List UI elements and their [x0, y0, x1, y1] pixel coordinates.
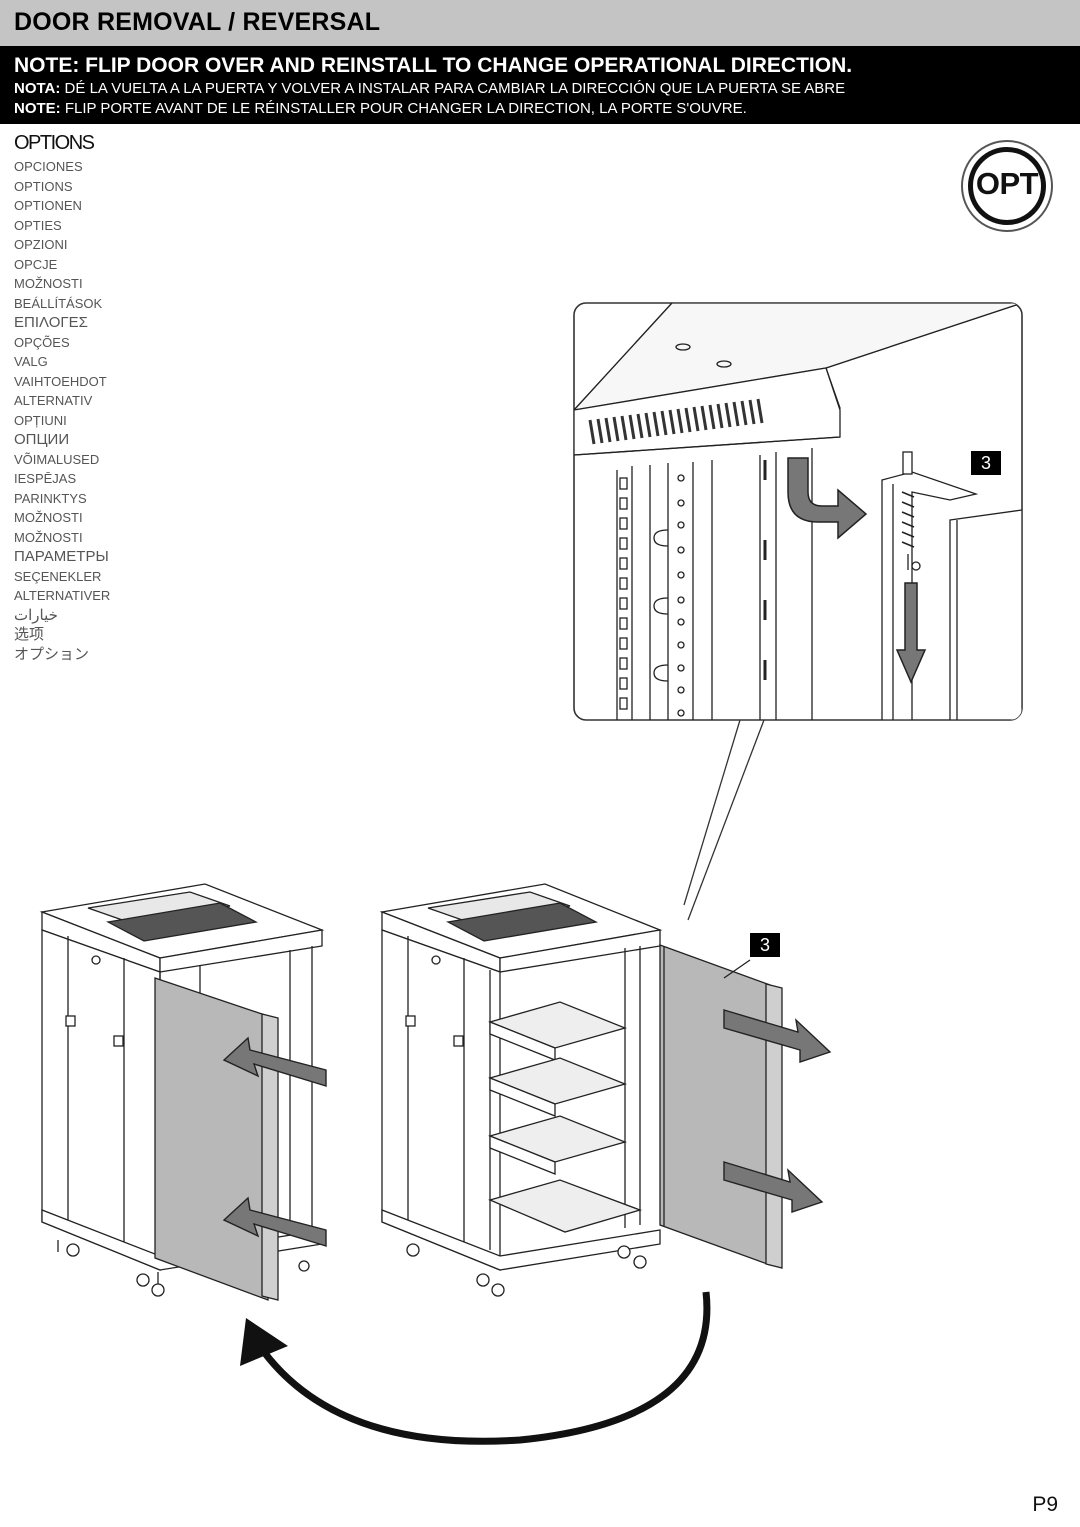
option-translation: ALTERNATIV: [14, 393, 93, 408]
note-spanish: NOTA: DÉ LA VUELTA A LA PUERTA Y VOLVER …: [14, 80, 845, 97]
option-translation: OPCJE: [14, 256, 58, 272]
option-translation: ALTERNATIVER: [14, 588, 111, 603]
option-translation: MOŽNOSTI: [14, 276, 83, 291]
option-translation: خيارات: [14, 606, 58, 624]
option-translation: OPCIONES: [14, 159, 83, 174]
title-bar: DOOR REMOVAL / REVERSAL: [0, 0, 1080, 46]
note-spanish-label: NOTA:: [14, 80, 61, 97]
option-translation: OPȚIUNI: [14, 412, 67, 428]
option-translation: BEÁLLÍTÁSOK: [14, 295, 103, 311]
down-arrow-icon: [895, 582, 927, 684]
option-translation: PARINKTYS: [14, 490, 87, 506]
option-translation: IESPĒJAS: [14, 471, 77, 486]
options-translations: OPCIONES OPTIONS OPTIONEN OPTIES OPZIONI…: [14, 157, 110, 664]
option-translation: ΕΠΙΛΟΓΕΣ: [14, 314, 88, 331]
option-translation: ОПЦИИ: [14, 431, 70, 448]
note-french: NOTE: FLIP PORTE AVANT DE LE RÉINSTALLER…: [14, 100, 747, 117]
step-number-main: 3: [750, 933, 780, 957]
curved-arrow-icon: [787, 457, 868, 540]
push-arrow-icon: [222, 1196, 327, 1247]
option-translation: OPÇÕES: [14, 334, 70, 350]
note-english: NOTE: FLIP DOOR OVER AND REINSTALL TO CH…: [14, 54, 853, 77]
page-title: DOOR REMOVAL / REVERSAL: [14, 8, 381, 36]
step-number-detail: 3: [971, 451, 1001, 475]
option-translation: VÕIMALUSED: [14, 451, 100, 467]
option-translation: VAIHTOEHDOT: [14, 373, 107, 389]
option-translation: VALG: [14, 354, 48, 369]
cabinet-with-door: [39, 883, 325, 1301]
option-translation: OPTIONEN: [14, 198, 82, 213]
option-translation: MOŽNOSTI: [14, 529, 83, 545]
option-translation: OPTIONS: [14, 178, 73, 194]
option-translation: OPZIONI: [14, 237, 68, 252]
flip-arrow-icon: [240, 1291, 711, 1445]
note-french-label: NOTE:: [14, 100, 61, 117]
push-arrow-icon: [222, 1036, 327, 1087]
note-banner: NOTE: FLIP DOOR OVER AND REINSTALL TO CH…: [0, 46, 1080, 124]
opt-badge-ring: [968, 147, 1046, 225]
note-spanish-text: DÉ LA VUELTA A LA PUERTA Y VOLVER A INST…: [60, 80, 846, 97]
option-translation: OPTIES: [14, 217, 62, 233]
hinge-detail-view: [573, 302, 1023, 721]
options-heading: OPTIONS: [14, 132, 95, 154]
option-translation: ПАРАМЕТРЫ: [14, 548, 109, 565]
pull-arrow-icon: [723, 1009, 832, 1063]
note-french-text: FLIP PORTE AVANT DE LE RÉINSTALLER POUR …: [60, 100, 747, 117]
option-translation: オプション: [14, 645, 90, 663]
pull-arrow-icon: [723, 1161, 824, 1213]
option-translation: MOŽNOSTI: [14, 510, 83, 525]
cabinet-without-door: [379, 883, 783, 1297]
removed-door-panel: [659, 944, 771, 1266]
opt-badge-icon: OPT: [961, 140, 1053, 232]
page-number: P9: [1032, 1493, 1058, 1516]
option-translation: 选项: [14, 626, 45, 643]
option-translation: SEÇENEKLER: [14, 568, 102, 584]
opt-badge-label: OPT: [975, 166, 1039, 201]
front-door-panel: [154, 977, 269, 1301]
